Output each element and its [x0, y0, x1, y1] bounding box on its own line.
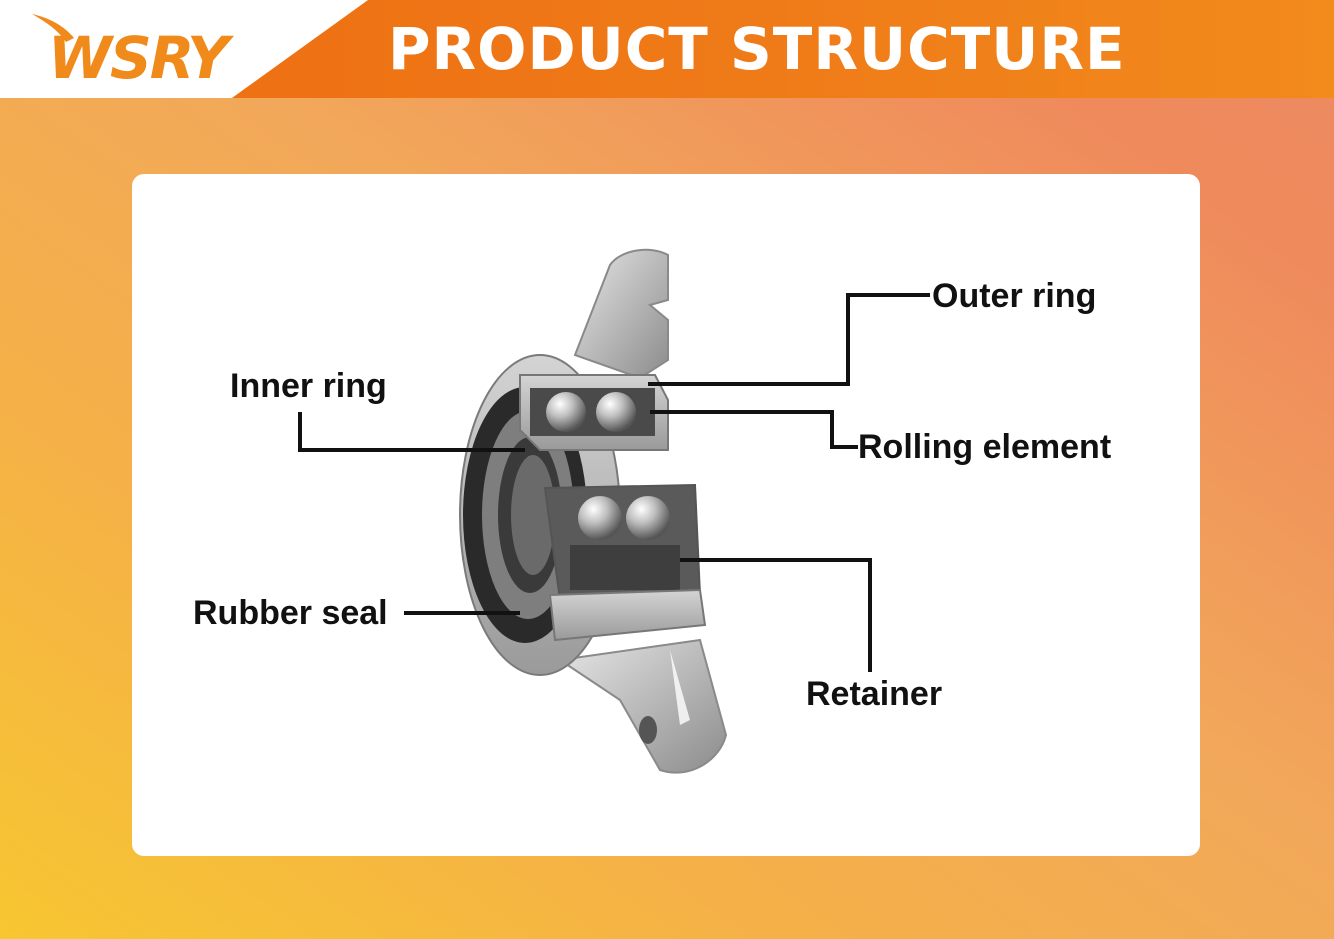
label-rubber-seal: Rubber seal: [193, 594, 388, 632]
label-retainer: Retainer: [806, 675, 943, 713]
flange-lower: [557, 638, 728, 774]
upper-cutaway: [519, 374, 669, 451]
page-title: PRODUCT STRUCTURE: [388, 15, 1126, 83]
label-inner-ring: Inner ring: [230, 367, 387, 405]
label-rolling-element: Rolling element: [858, 428, 1112, 466]
lower-cutaway: [543, 483, 707, 642]
logo-panel: [0, 0, 368, 98]
flange-upper: [573, 248, 669, 380]
leader-lines: [298, 293, 930, 672]
label-outer-ring: Outer ring: [932, 277, 1097, 315]
logo: WSRY: [32, 14, 236, 88]
svg-text:WSRY: WSRY: [48, 24, 234, 88]
